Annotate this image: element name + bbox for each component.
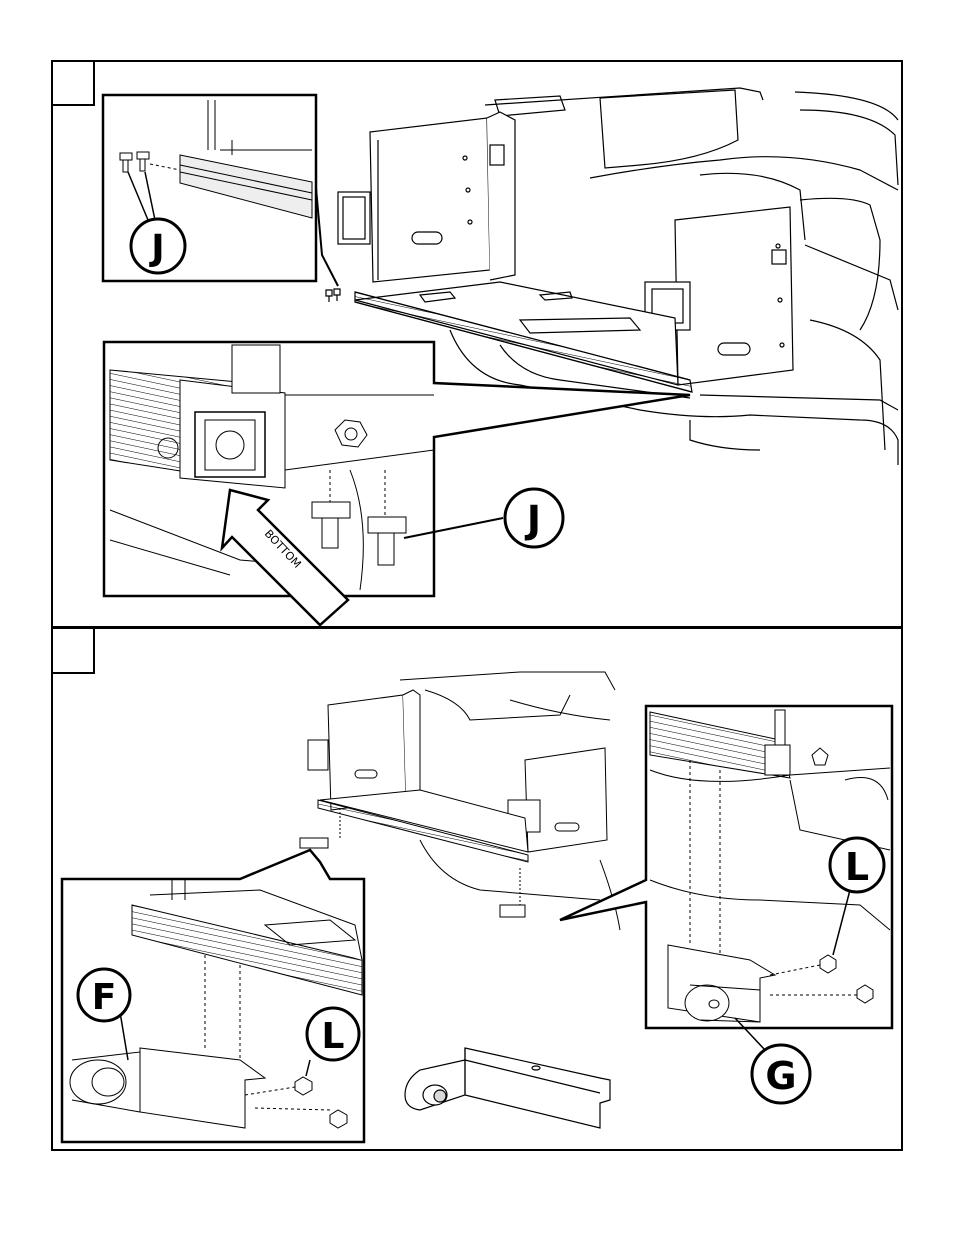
panel-2: F L [52,628,902,1150]
panel-1-step-box [52,61,94,105]
callout-j-bottom: J [524,498,541,542]
callout-f: F [92,977,117,1018]
inset-left: F L [62,850,364,1142]
bracket-detail [405,1048,610,1128]
inset-top: J [103,95,316,281]
inset-right: L [560,706,892,1050]
callout-l-right: L [845,845,869,889]
panel-1: J [52,61,902,627]
inset-bottom: BOTTOM [104,342,690,625]
callout-g: G [765,1054,796,1098]
panel-2-step-box [52,628,94,673]
leader-top [316,188,338,286]
callout-j-top: J [148,228,164,269]
callout-l-left: L [322,1016,345,1057]
